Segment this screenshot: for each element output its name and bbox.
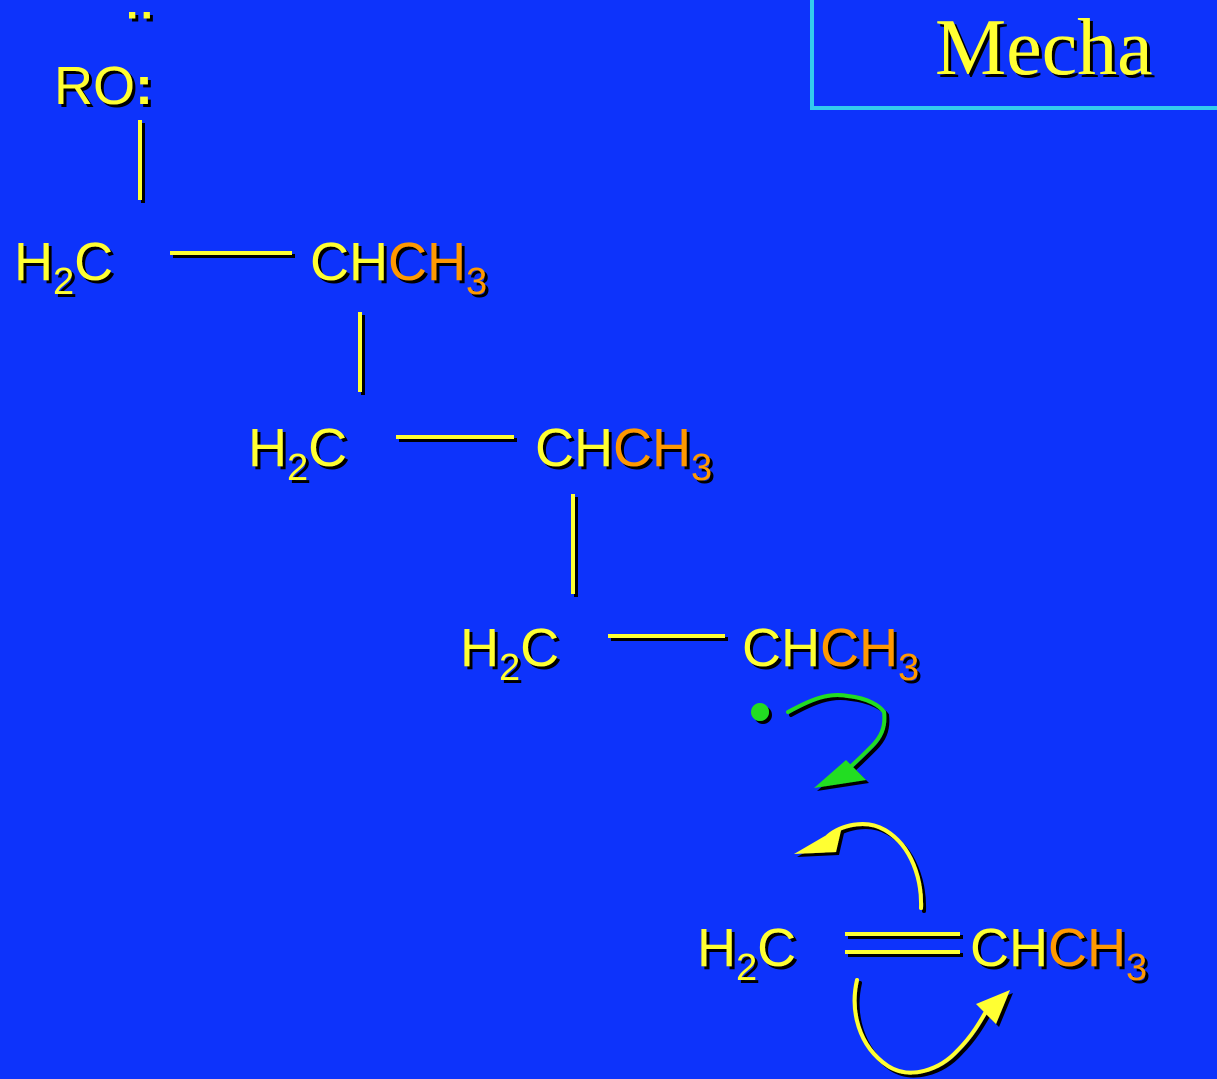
chch3-group: CHCH3 — [742, 618, 919, 689]
title-box: Mecha — [810, 0, 1217, 110]
ch2-group: H2C — [14, 232, 113, 303]
green-fishhook-arrow-icon — [786, 693, 887, 788]
polymer-unit-1: H2C CHCH3 — [14, 232, 487, 303]
yellow-curved-arrow-icon-bottom — [852, 978, 1010, 1075]
alkoxy-label: RO: — [54, 56, 153, 116]
chch3-group: CHCH3 — [310, 232, 487, 303]
ch2-group: H2C — [697, 918, 796, 989]
chch3-group: CHCH3 — [535, 418, 712, 489]
yellow-curved-arrow-icon — [794, 822, 924, 910]
polymer-unit-3: H2C CHCH3 — [460, 618, 919, 689]
bonds — [138, 120, 960, 954]
propene-monomer: H2C CHCH3 — [697, 918, 1147, 989]
lone-pair-colon: : — [135, 56, 153, 116]
polymer-unit-2: H2C CHCH3 — [248, 418, 712, 489]
chch3-group: CHCH3 — [970, 918, 1147, 989]
lone-pair-dots: ·· — [126, 0, 155, 40]
o-atom: O — [93, 56, 135, 116]
r-atom: R — [54, 56, 93, 116]
ch2-group: H2C — [248, 418, 347, 489]
alkoxy-group: ·· RO: — [54, 0, 155, 116]
title-border — [810, 0, 1217, 110]
ch2-group: H2C — [460, 618, 559, 689]
slide-title: Mecha — [935, 4, 1153, 92]
radical-dot-icon — [751, 703, 769, 721]
